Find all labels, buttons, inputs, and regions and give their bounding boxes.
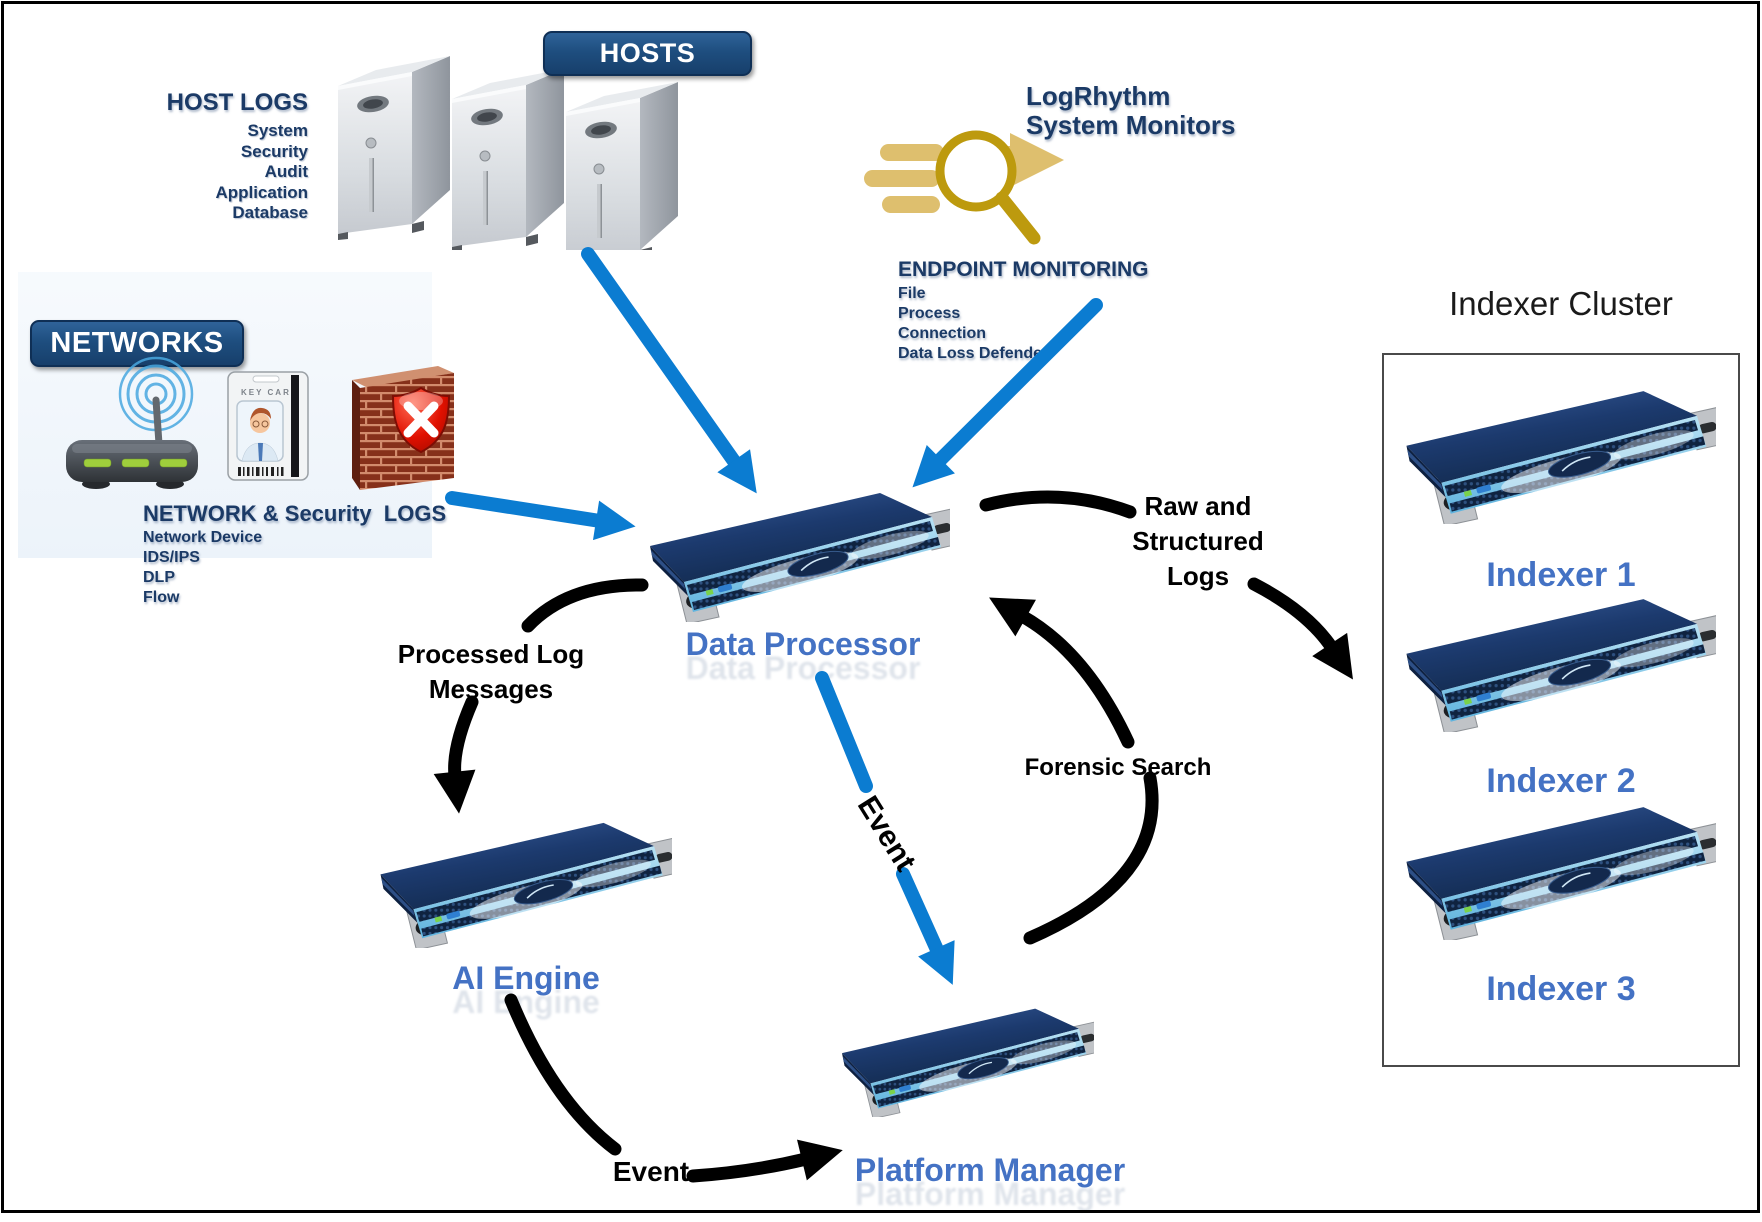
keycard-icon: KEY CARD [227,371,309,481]
processed-log-label: Processed Log Messages [391,637,591,707]
host-log-item: Application [215,182,308,202]
indexer-2-label: Indexer 2 [1486,762,1636,800]
forensic-search-label: Forensic Search [1024,754,1212,781]
arrow-dp-to-ai-segment [521,578,649,633]
host-log-item: System [247,121,308,140]
shield-x-icon [391,386,451,454]
network-logs-block: NETWORK & Security LOGS Network Device I… [143,501,447,608]
host-log-item: Database [232,203,308,222]
host-logs-block: HOST LOGS System Security Audit Applicat… [60,90,308,224]
network-log-item: Network Device [143,529,263,546]
arrow-dp-to-pm-head [896,867,955,985]
network-log-item: Flow [143,589,180,606]
networks-badge-label: NETWORKS [50,327,224,359]
arrow-ai-to-pm-head [686,1139,843,1183]
logrhythm-title-line: System Monitors [1026,110,1236,140]
tower-server-icon [337,55,451,241]
event-label-ai-pm: Event [612,1156,690,1187]
hosts-badge-label: HOSTS [599,38,696,68]
networks-badge: NETWORKS [30,320,244,367]
arrow-pm-to-dp-segment [1023,771,1159,945]
raw-logs-line: Structured [1132,526,1264,556]
logrhythm-monitors-title: LogRhythm System Monitors [1026,82,1236,140]
ai-engine-label: AI Engine [452,960,600,996]
hosts-badge: HOSTS [543,31,752,76]
host-log-item: Security [240,141,308,161]
barcode [238,467,284,476]
speed-lines-icon [864,144,944,213]
network-log-item: DLP [143,569,175,586]
raw-logs-line: Logs [1166,561,1230,591]
wifi-router-icon [66,356,198,489]
router-leds [83,458,188,468]
endpoint-item: Process [898,305,961,322]
host-log-item: Audit [264,162,308,181]
antenna-icon [152,396,163,448]
raw-structured-logs-label: Raw and Structured Logs [1128,489,1268,594]
endpoint-monitoring-title: ENDPOINT MONITORING [898,258,1149,281]
arrow-hosts-to-data-processor [581,247,757,494]
indexer-1-label: Indexer 1 [1486,556,1636,594]
platform-manager-server-icon [842,1007,1094,1117]
network-log-item: IDS/IPS [143,549,200,566]
processed-log-line: Processed Log [397,639,585,669]
arrow-dp-to-indexers-segment [979,490,1137,519]
processed-log-line: Messages [428,674,554,704]
arrow-networks-to-data-processor [445,491,636,541]
data-processor-label: Data Processor [685,626,921,662]
tower-server-icon [451,68,565,250]
indexer-1-server-icon [1406,390,1716,524]
arrow-pm-to-dp-head [989,597,1135,749]
platform-manager-label: Platform Manager [854,1152,1126,1188]
indexer-3-server-icon [1406,806,1716,940]
keycard-label: KEY CARD [241,388,299,397]
logrhythm-title-line: LogRhythm [1026,81,1171,111]
host-logs-title: HOST LOGS [166,89,308,116]
arrow-ai-to-pm-segment [504,993,622,1156]
endpoint-monitoring-block: ENDPOINT MONITORING File Process Connect… [898,258,1158,364]
firewall-icon [352,366,454,490]
indexer-cluster-title: Indexer Cluster [1449,285,1673,322]
raw-logs-line: Raw and [1144,491,1252,521]
event-label-dp-pm: Event [850,790,923,878]
indexer-3-label: Indexer 3 [1486,970,1636,1008]
endpoint-item: File [898,285,926,302]
endpoint-monitoring-icon [864,130,1064,245]
magnifier-icon [935,130,1041,245]
network-logs-title: NETWORK & Security LOGS [143,501,447,526]
tower-server-icon [565,81,679,250]
arrow-dp-to-ai-head [433,695,479,814]
endpoint-item: Connection [898,325,986,342]
arrow-dp-to-pm-segment [815,671,873,793]
indexer-2-server-icon [1406,598,1716,732]
endpoint-item: Data Loss Defender [898,345,1049,362]
data-processor-server-icon [650,492,950,622]
ai-engine-server-icon [380,822,672,948]
